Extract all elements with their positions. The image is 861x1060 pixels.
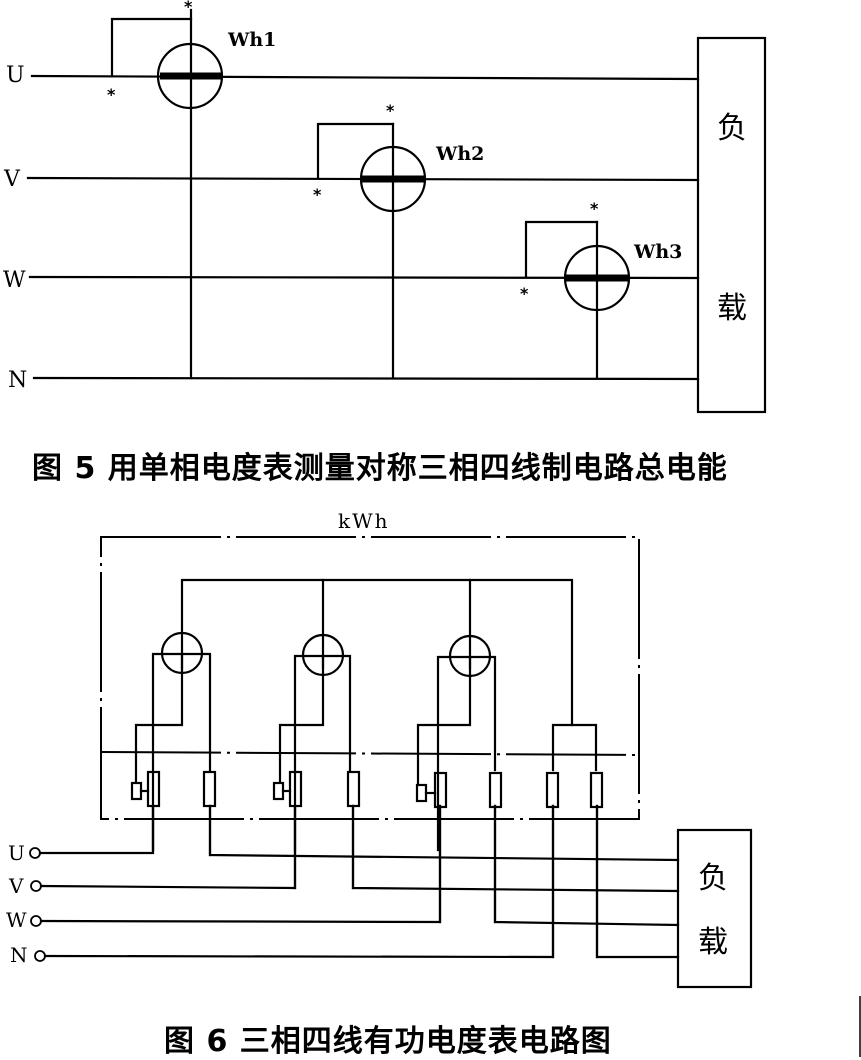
terminal-v	[30, 880, 42, 892]
terminal-label-v: V	[8, 874, 24, 898]
terminal-n	[34, 950, 46, 962]
meter-element-1	[130, 631, 217, 852]
polarity-mark: *	[107, 85, 116, 104]
terminal-label-u: U	[8, 841, 25, 865]
meter-wh2: * * Wh2	[313, 101, 484, 380]
meter-enclosure	[100, 536, 640, 820]
meter-label-wh2: Wh2	[435, 143, 484, 165]
line-n-wire	[32, 376, 700, 381]
load-char: 载	[717, 291, 747, 326]
figure5-diagram: U V W N * * Wh1 * * Wh2	[3, 0, 767, 414]
meter-element-2	[272, 633, 361, 852]
load-box-fig5: 负 载	[696, 36, 767, 414]
figure6-caption: 图 6 三相四线有功电度表电路图	[164, 1024, 612, 1059]
line-u-wire	[30, 74, 700, 81]
terminal-label-n: N	[10, 943, 28, 967]
line-label-n: N	[8, 368, 27, 393]
figure6-diagram: kWh	[6, 509, 753, 989]
polarity-mark: *	[520, 284, 529, 303]
polarity-mark: *	[313, 185, 322, 204]
figure5-caption: 图 5 用单相电度表测量对称三相四线制电路总电能	[32, 451, 728, 486]
load-box-fig6: 负 载	[676, 828, 753, 989]
polarity-mark: *	[386, 101, 395, 120]
line-label-w: W	[3, 268, 26, 293]
terminal-u	[29, 847, 41, 859]
load-char: 负	[698, 861, 728, 896]
terminal-w	[30, 915, 42, 927]
meter-element-3	[415, 634, 503, 852]
line-label-v: V	[3, 167, 21, 192]
load-char: 载	[698, 925, 728, 960]
terminal-strip-divider	[100, 751, 640, 756]
voltage-bus	[180, 578, 574, 727]
meter-label-wh3: Wh3	[633, 241, 682, 263]
polarity-mark: *	[184, 0, 193, 16]
load-char: 负	[717, 111, 747, 146]
meter-wh3: * * Wh3	[520, 199, 682, 380]
meter-wh1: * * Wh1	[107, 0, 276, 380]
meter-label-wh1: Wh1	[227, 29, 276, 51]
meter-label-kwh: kWh	[338, 509, 390, 533]
polarity-mark: *	[590, 199, 599, 218]
terminal-label-w: W	[6, 908, 27, 932]
line-label-u: U	[6, 63, 25, 88]
neutral-terminals	[545, 723, 604, 809]
